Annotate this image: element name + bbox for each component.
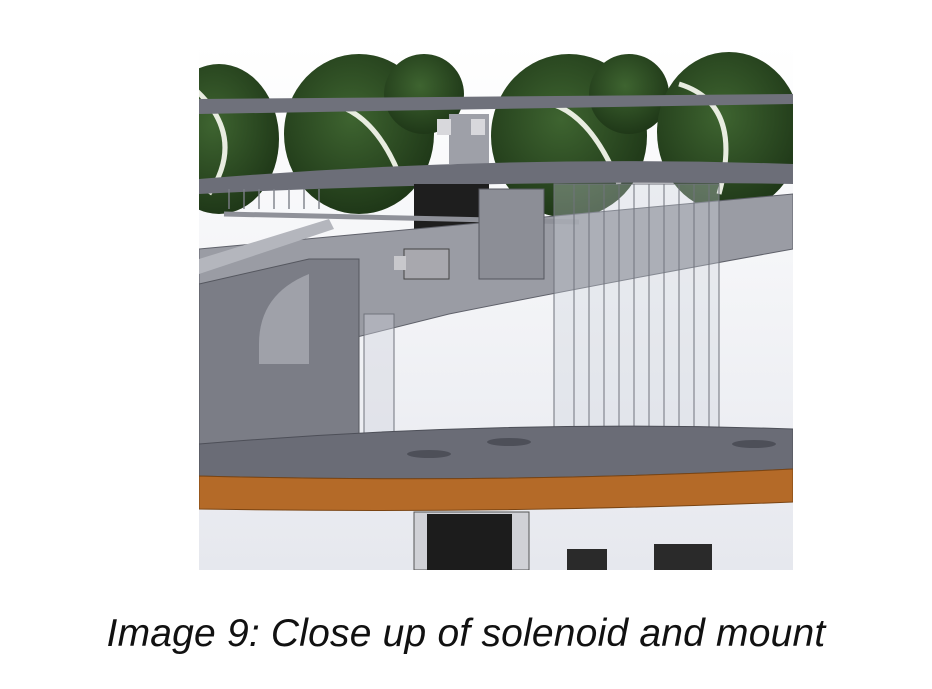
plate-holes xyxy=(407,438,776,458)
right-ball-tube xyxy=(553,183,720,460)
hub-bolt xyxy=(471,119,485,135)
solenoid-plunger xyxy=(394,256,406,270)
wood-base xyxy=(199,468,793,511)
left-ball-tube xyxy=(228,189,320,209)
chute-rail xyxy=(199,219,334,274)
hub-bolt xyxy=(437,119,451,135)
middle-plate xyxy=(199,161,793,194)
cad-rendering-figure xyxy=(199,44,793,570)
bottom-block xyxy=(567,549,607,570)
left-lower-tube xyxy=(363,313,395,445)
upper-disk xyxy=(199,94,793,114)
right-tube-rods xyxy=(573,184,710,454)
solenoid xyxy=(403,248,450,280)
guide-curve xyxy=(259,274,309,364)
solenoid-mount xyxy=(478,188,545,280)
tennis-ball xyxy=(384,54,464,134)
tennis-ball xyxy=(589,54,669,134)
lower-motor-core xyxy=(427,514,512,570)
bottom-block xyxy=(654,544,712,570)
figure-caption: Image 9: Close up of solenoid and mount xyxy=(106,612,826,655)
